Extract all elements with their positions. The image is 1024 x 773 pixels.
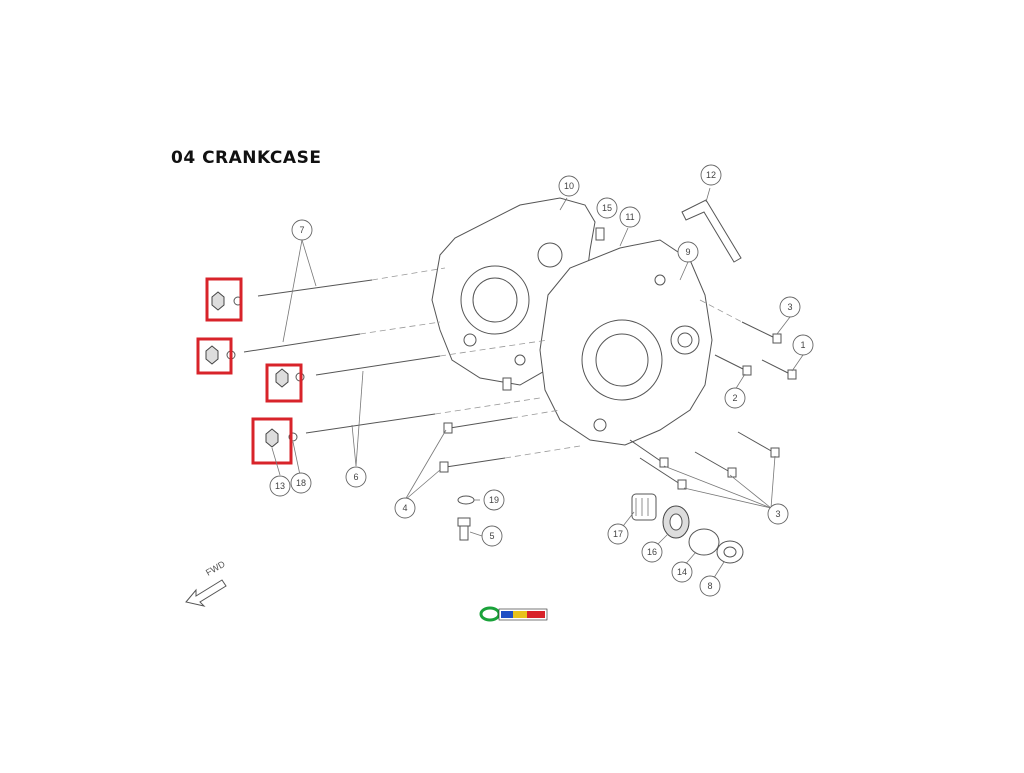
bolt-3-lower-right [737, 431, 780, 458]
bolt-1 [761, 359, 797, 380]
leader-lines [271, 187, 804, 585]
svg-text:4: 4 [402, 503, 407, 513]
filter-16 [662, 505, 690, 539]
svg-text:9: 9 [685, 247, 690, 257]
callout-6: 6 [345, 466, 367, 488]
nut-13-d [265, 428, 298, 448]
svg-text:6: 6 [353, 472, 358, 482]
callout-1: 1 [792, 334, 814, 356]
brand-logo [479, 606, 548, 622]
svg-text:FWD: FWD [204, 559, 227, 578]
callout-7: 7 [291, 219, 313, 241]
cap-8 [716, 540, 744, 564]
svg-text:16: 16 [647, 547, 657, 557]
callout-18: 18 [290, 472, 312, 494]
bolt-2 [714, 354, 752, 376]
bearing-17 [631, 493, 657, 521]
callout-5: 5 [481, 525, 503, 547]
washer-19 [457, 495, 475, 505]
callout-3-middle: 3 [767, 503, 789, 525]
svg-text:18: 18 [296, 478, 306, 488]
callout-12: 12 [700, 164, 722, 186]
callout-2: 2 [724, 387, 746, 409]
dowel-pin-lower [502, 377, 512, 391]
stud-6-lower [305, 397, 541, 434]
callout-13: 13 [269, 475, 291, 497]
callout-8: 8 [699, 575, 721, 597]
callout-16: 16 [641, 541, 663, 563]
dowel-pin-15 [595, 227, 605, 241]
callout-3-upper: 3 [779, 296, 801, 318]
callout-4: 4 [394, 497, 416, 519]
svg-text:2: 2 [732, 393, 737, 403]
svg-text:19: 19 [489, 495, 499, 505]
bolt-4-lower [439, 445, 581, 473]
svg-text:17: 17 [613, 529, 623, 539]
svg-text:3: 3 [787, 302, 792, 312]
callout-9: 9 [677, 241, 699, 263]
svg-text:8: 8 [707, 581, 712, 591]
svg-text:1: 1 [800, 340, 805, 350]
highlight-box-3 [265, 363, 303, 403]
stud-7-upper [257, 267, 446, 297]
svg-text:7: 7 [299, 225, 304, 235]
nut-13-a [211, 291, 243, 311]
o-ring-14 [688, 528, 720, 556]
bolt-3-lower-set [629, 439, 737, 490]
callout-10: 10 [558, 175, 580, 197]
callout-17: 17 [607, 523, 629, 545]
callout-11: 11 [619, 206, 641, 228]
stud-7-lower [243, 321, 441, 353]
callout-14: 14 [671, 561, 693, 583]
breather-tube-12 [681, 199, 742, 263]
drain-plug-5 [457, 517, 471, 541]
callout-15: 15 [596, 197, 618, 219]
svg-text:12: 12 [706, 170, 716, 180]
callout-19: 19 [483, 489, 505, 511]
fwd-arrow-icon: FWD [185, 559, 227, 607]
bolt-3-upper-right [699, 299, 782, 344]
svg-text:3: 3 [775, 509, 780, 519]
svg-text:5: 5 [489, 531, 494, 541]
crankcase-right-half [539, 239, 713, 446]
svg-text:15: 15 [602, 203, 612, 213]
svg-text:10: 10 [564, 181, 574, 191]
stud-6-upper [315, 339, 549, 376]
svg-text:11: 11 [625, 212, 634, 222]
highlight-box-2 [196, 337, 233, 375]
svg-text:14: 14 [677, 567, 687, 577]
highlight-box-1 [205, 277, 243, 322]
highlight-box-4 [251, 417, 293, 465]
svg-text:13: 13 [275, 481, 285, 491]
bolt-4-upper [443, 409, 561, 434]
page-title: 04 CRANKCASE [171, 148, 322, 168]
